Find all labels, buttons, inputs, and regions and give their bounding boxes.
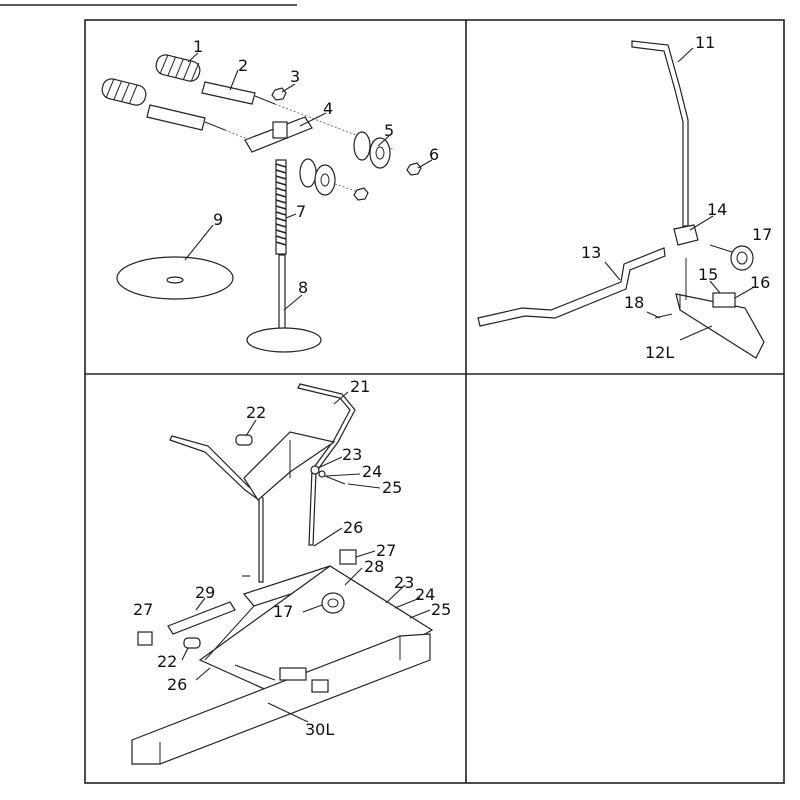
part-14-block-icon (673, 224, 699, 246)
label-14: 14 (707, 200, 727, 219)
label-7: 7 (296, 202, 306, 221)
label-9: 9 (213, 210, 223, 229)
label-6: 6 (429, 145, 439, 164)
label-23b: 23 (394, 573, 414, 592)
part-29-bar-icon (167, 601, 236, 635)
part-1-lower-grip-icon (101, 78, 147, 106)
label-17b: 17 (273, 602, 293, 621)
label-15: 15 (698, 265, 718, 284)
part-11-upright-icon (631, 40, 689, 227)
label-25b: 25 (431, 600, 451, 619)
label-2: 2 (238, 56, 248, 75)
label-18: 18 (624, 293, 644, 312)
leader-lines-tr (604, 47, 755, 341)
label-22: 22 (246, 403, 266, 422)
part-30l-frame-icon (131, 633, 431, 765)
label-5: 5 (384, 121, 394, 140)
label-8: 8 (298, 278, 308, 297)
part-4-bracket-icon (244, 116, 313, 153)
part-labels-tr: 11 14 17 13 15 16 18 12L (581, 33, 772, 362)
part-27-cube-icon (339, 549, 357, 565)
label-29: 29 (195, 583, 215, 602)
label-23: 23 (342, 445, 362, 464)
part-2-shaft-icon (146, 81, 396, 151)
part-22b-pin-icon (183, 637, 201, 649)
panel-bottom-left: 21 22 23 24 25 26 27 28 17 23 24 25 29 2… (131, 377, 451, 765)
panel-grid (84, 19, 785, 784)
part-5-roller-icon (299, 131, 391, 196)
label-27b: 27 (133, 600, 153, 619)
part-22-pin-icon (235, 434, 253, 446)
label-28: 28 (364, 557, 384, 576)
label-30l: 30L (305, 720, 334, 739)
label-26b: 26 (167, 675, 187, 694)
part-17-knob-icon (709, 244, 754, 271)
part-9-disc-icon (116, 256, 234, 300)
part-1-handle-grip-icon (155, 54, 201, 82)
label-21: 21 (350, 377, 370, 396)
label-24: 24 (362, 462, 382, 481)
leader-lines (184, 52, 433, 311)
label-4: 4 (323, 99, 333, 118)
panel-top-right: 11 14 17 13 15 16 18 12L (477, 33, 772, 362)
leader-lines-bl (181, 391, 431, 723)
label-25: 25 (382, 478, 402, 497)
label-12l: 12L (645, 343, 674, 362)
part-labels: 1 2 3 4 5 6 7 8 9 (193, 37, 439, 297)
part-3-nut-icon (271, 87, 287, 101)
part-13-rail-icon (477, 247, 666, 327)
part-21-handle-frame-icon (169, 383, 356, 583)
label-16: 16 (750, 273, 770, 292)
label-17: 17 (752, 225, 772, 244)
part-7-spring-icon (275, 159, 287, 255)
part-6-nut-icon (406, 162, 422, 176)
label-3: 3 (290, 67, 300, 86)
panel-top-left: 1 2 3 4 5 6 7 8 9 (101, 37, 439, 353)
label-1: 1 (193, 37, 203, 56)
part-labels-bl: 21 22 23 24 25 26 27 28 17 23 24 25 29 2… (133, 377, 451, 739)
label-22b: 22 (157, 652, 177, 671)
label-26: 26 (343, 518, 363, 537)
part-8-stand-icon (246, 254, 322, 353)
label-13: 13 (581, 243, 601, 262)
label-24b: 24 (415, 585, 435, 604)
part-15-clip-icon (712, 292, 736, 308)
label-11: 11 (695, 33, 715, 52)
part-27b-cube-icon (137, 631, 153, 646)
part-6b-nut-icon (353, 187, 369, 201)
label-27: 27 (376, 541, 396, 560)
part-17b-knob-icon (321, 592, 345, 614)
